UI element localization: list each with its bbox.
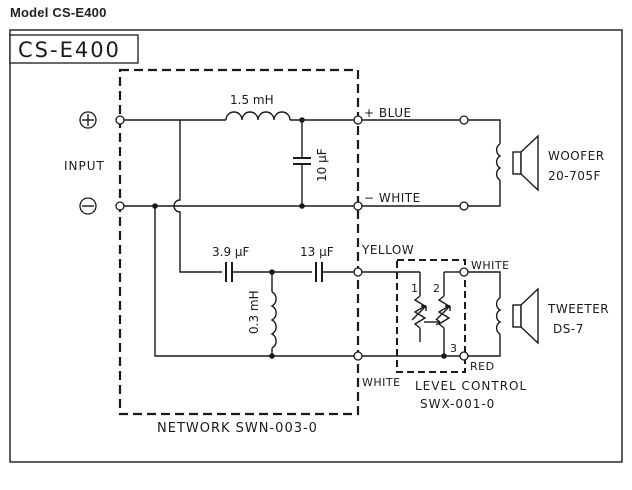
- outer-frame: [9, 29, 623, 463]
- wire-label-yellow: YELLOW: [361, 243, 414, 257]
- title-box: [9, 34, 139, 64]
- woofer-voice-coil: [495, 143, 502, 181]
- lc-pin-2: 2: [433, 282, 440, 295]
- tweeter-magnet: [512, 304, 522, 328]
- tweeter-feed-wire: [173, 120, 222, 273]
- network-box: [118, 68, 360, 416]
- wire-label-blue: + BLUE: [364, 106, 412, 120]
- input-terminal-plus: [115, 115, 125, 125]
- tweeter-voice-coil: [495, 297, 502, 335]
- woofer-coil-lead-top: [468, 119, 501, 144]
- wire-label-white-bottom: WHITE: [362, 376, 401, 389]
- tweeter-coil-lead-top: [468, 271, 501, 298]
- capacitor-c3-label: 13 μF: [300, 245, 334, 259]
- out-terminal-yellow: [353, 267, 363, 277]
- capacitor-c2-label: 3.9 μF: [212, 245, 250, 259]
- woofer-part: 20-705F: [548, 169, 601, 183]
- tweeter-part: DS-7: [553, 322, 584, 336]
- woofer-name: WOOFER: [548, 149, 605, 163]
- title-box-text: CS-E400: [18, 38, 121, 62]
- level-control-title: LEVEL CONTROL: [415, 379, 527, 393]
- capacitor-c1-label: 10 μF: [315, 148, 329, 182]
- junction-dot: [269, 353, 275, 359]
- out-terminal-blue: [353, 115, 363, 125]
- inductor-l1-label: 1.5 mH: [230, 93, 274, 107]
- woofer-coil-lead-bottom: [468, 180, 501, 207]
- woofer-terminal-pos: [459, 115, 469, 125]
- tweeter-name: TWEETER: [547, 302, 609, 316]
- lc-wiper-2: [435, 305, 451, 321]
- model-header: Model CS-E400: [10, 5, 107, 20]
- lc-wiper-link-arrow: [435, 318, 441, 326]
- woofer-terminal-neg: [459, 201, 469, 211]
- lc-wiper-2-arrow: [445, 305, 451, 311]
- wire-label-red: RED: [470, 360, 495, 373]
- tweeter-terminal-neg: [459, 351, 469, 361]
- return-wire: [154, 206, 354, 357]
- lc-wiper-1: [411, 305, 427, 321]
- out-terminal-white: [353, 201, 363, 211]
- input-label: INPUT: [64, 159, 105, 173]
- lc-wiper-1-arrow: [421, 305, 427, 311]
- out-terminal-white-bottom: [353, 351, 363, 361]
- minus-symbol-circle: [79, 197, 97, 215]
- lc-potentiometer-2: [437, 295, 451, 329]
- wire-label-white-top: − WHITE: [364, 191, 421, 205]
- wire-label-white-mid: WHITE: [471, 259, 510, 272]
- inductor-l2-label: 0.3 mH: [247, 290, 261, 334]
- level-control-box: [396, 259, 466, 373]
- tweeter-terminal-pos: [459, 267, 469, 277]
- input-terminal-minus: [115, 201, 125, 211]
- plus-symbol-circle: [79, 111, 97, 129]
- woofer-cone-icon: [520, 134, 539, 192]
- network-label: NETWORK SWN-003-0: [157, 421, 318, 436]
- tweeter-cone-icon: [520, 287, 539, 345]
- lc-pin-3: 3: [450, 342, 457, 355]
- tweeter-coil-lead-bottom: [468, 334, 501, 357]
- woofer-magnet: [512, 151, 522, 175]
- lc-pin-1: 1: [411, 282, 418, 295]
- lc-potentiometer-1: [413, 295, 427, 329]
- inductor-l1: [225, 111, 291, 121]
- level-control-part: SWX-001-0: [420, 397, 495, 411]
- inductor-l2: [270, 291, 277, 349]
